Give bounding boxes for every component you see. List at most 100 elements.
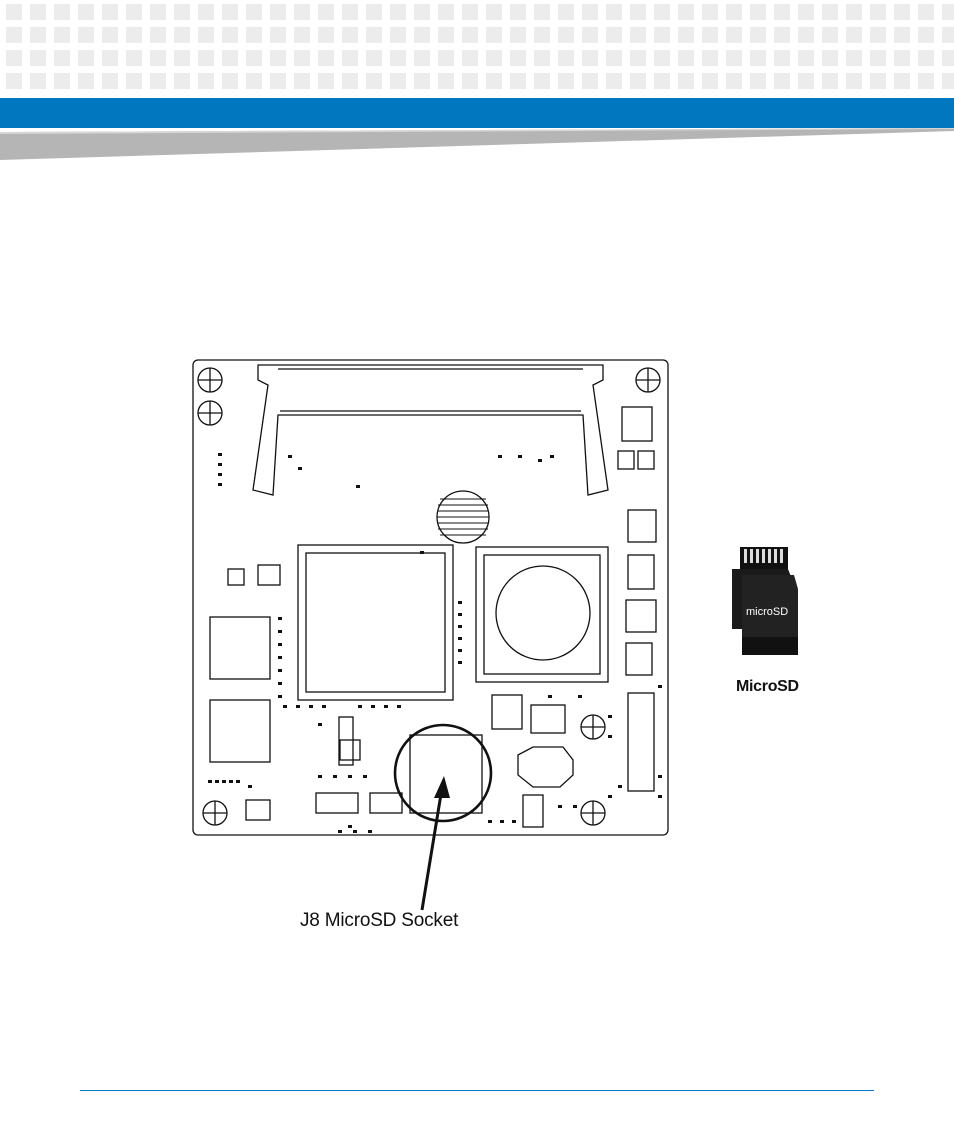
- board-component: [338, 830, 342, 833]
- header-pattern-square: [246, 73, 262, 89]
- header-pattern-square: [918, 4, 934, 20]
- header-pattern-square: [414, 4, 430, 20]
- header-pattern-square: [174, 4, 190, 20]
- header-pattern-square: [582, 50, 598, 66]
- board-component: [384, 705, 388, 708]
- header-pattern-square: [78, 4, 94, 20]
- header-pattern-square: [510, 27, 526, 43]
- board-component: [458, 637, 462, 640]
- header-pattern-square: [702, 27, 718, 43]
- header-pattern-square: [54, 4, 70, 20]
- board-component: [573, 805, 577, 808]
- header-pattern-square: [150, 4, 166, 20]
- board-component: [218, 473, 222, 476]
- header-pattern-square: [846, 50, 862, 66]
- header-pattern-square: [846, 27, 862, 43]
- header-pattern-square: [678, 4, 694, 20]
- board-component: [309, 705, 313, 708]
- header-pattern-square: [198, 50, 214, 66]
- header-pattern-square: [54, 50, 70, 66]
- header-pattern-square: [750, 73, 766, 89]
- header-pattern-square: [126, 50, 142, 66]
- header-pattern-square: [342, 73, 358, 89]
- board-component: [358, 705, 362, 708]
- header-pattern-square: [246, 27, 262, 43]
- header-pattern-square: [342, 27, 358, 43]
- header-pattern-square: [414, 73, 430, 89]
- board-component: [353, 830, 357, 833]
- header-pattern-square: [246, 50, 262, 66]
- header-pattern-square: [630, 73, 646, 89]
- header-pattern-square: [438, 73, 454, 89]
- board-component: [236, 780, 240, 783]
- mounting-hole-br: [581, 801, 605, 825]
- header-pattern-square: [654, 50, 670, 66]
- header-pattern-square: [438, 27, 454, 43]
- board-component: [538, 459, 542, 462]
- header-pattern-square: [630, 27, 646, 43]
- header-pattern-square: [390, 4, 406, 20]
- header-pattern-square: [102, 50, 118, 66]
- header-pattern-square: [294, 27, 310, 43]
- header-pattern-square: [678, 27, 694, 43]
- header-pattern-square: [366, 4, 382, 20]
- header-pattern-square: [54, 27, 70, 43]
- header-pattern-square: [918, 27, 934, 43]
- header-pattern-square: [510, 50, 526, 66]
- header-pattern-square: [606, 50, 622, 66]
- header-pattern-square: [534, 50, 550, 66]
- memory-slot: [253, 365, 608, 495]
- header-pattern-square: [318, 50, 334, 66]
- header-pattern-square: [366, 27, 382, 43]
- header-pattern-square: [270, 50, 286, 66]
- board-component: [658, 795, 662, 798]
- header-dot-pattern: [0, 0, 954, 95]
- header-pattern-square: [798, 27, 814, 43]
- header-pattern-square: [198, 73, 214, 89]
- header-pattern-square: [750, 50, 766, 66]
- header-pattern-square: [942, 73, 954, 89]
- memory-chip-1: [210, 617, 270, 679]
- header-pattern-square: [894, 27, 910, 43]
- board-component: [218, 453, 222, 456]
- board-component: [658, 775, 662, 778]
- board-component: [222, 780, 226, 783]
- memory-chip-2: [210, 700, 270, 762]
- header-pattern-square: [438, 4, 454, 20]
- header-pattern-square: [510, 4, 526, 20]
- pointer-arrow: [380, 770, 500, 920]
- board-component: [658, 685, 662, 688]
- board-component: [458, 661, 462, 664]
- board-component: [608, 795, 612, 798]
- header-pattern-square: [798, 4, 814, 20]
- board-component: [208, 780, 212, 783]
- header-blue-band: [0, 98, 954, 128]
- header-pattern-square: [486, 50, 502, 66]
- board-outline: [193, 360, 668, 835]
- board-component: [371, 705, 375, 708]
- header-pattern-square: [870, 4, 886, 20]
- header-pattern-square: [102, 27, 118, 43]
- header-pattern-square: [846, 4, 862, 20]
- header-pattern-square: [318, 73, 334, 89]
- header-pattern-square: [342, 4, 358, 20]
- header-pattern-square: [390, 73, 406, 89]
- board-component: [518, 455, 522, 458]
- board-component: [348, 775, 352, 778]
- header-pattern-square: [846, 73, 862, 89]
- header-pattern-square: [390, 27, 406, 43]
- header-pattern-square: [870, 50, 886, 66]
- header-pattern-square: [606, 27, 622, 43]
- board-component: [322, 705, 326, 708]
- board-component: [558, 805, 562, 808]
- header-pattern-square: [678, 50, 694, 66]
- board-component: [283, 705, 287, 708]
- header-pattern-square: [6, 73, 22, 89]
- header-pattern-square: [534, 73, 550, 89]
- mounting-hole-r: [581, 715, 605, 739]
- header-pattern-square: [822, 50, 838, 66]
- battery-holder: [518, 747, 573, 787]
- microsd-caption: MicroSD: [736, 678, 816, 696]
- header-pattern-square: [894, 73, 910, 89]
- header-pattern-square: [126, 27, 142, 43]
